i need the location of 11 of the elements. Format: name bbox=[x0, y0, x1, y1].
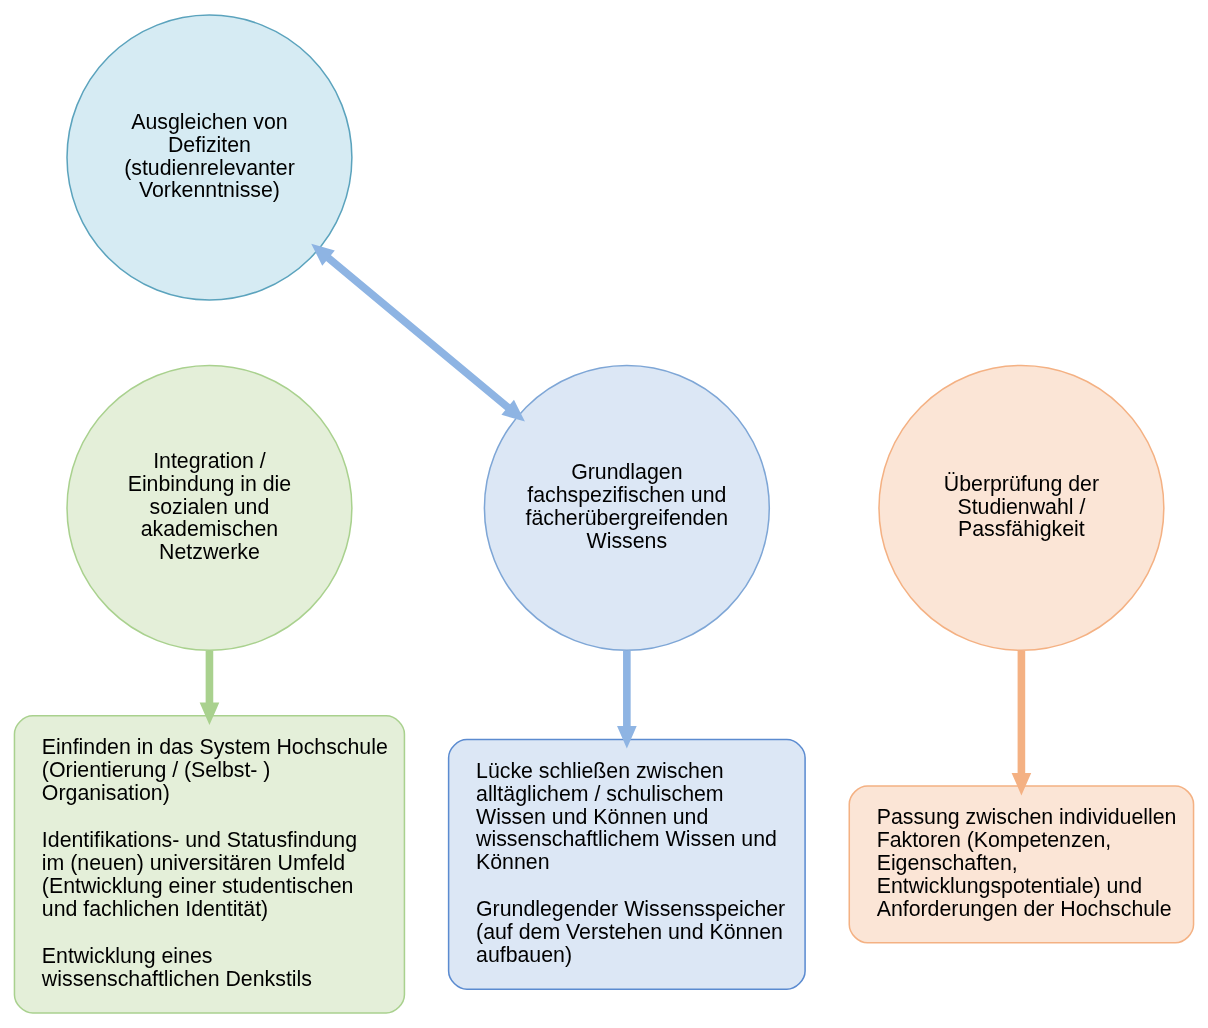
node-box: Passung zwischen individuellen Faktoren (Kompetenzen, Eigenschaften, Entwicklungspotentiale) und Anforderungen der Hochschule bbox=[848, 785, 1195, 944]
arrow bbox=[617, 650, 637, 749]
node-box: Lücke schließen zwischen alltäglichem / schulischem Wissen und Können und wissenschaftlichem Wissen und Können Grundlegender Wissensspeicher (auf dem Verstehen und Können aufbauen) bbox=[447, 738, 806, 991]
node-circle: Überprüfung der Studienwahl / Passfähigkeit bbox=[878, 364, 1165, 652]
arrow bbox=[1011, 650, 1032, 796]
node-circle: Ausgleichen von Defiziten (studienrelevanter Vorkenntnisse) bbox=[66, 14, 353, 301]
arrow bbox=[199, 650, 220, 725]
arrow bbox=[311, 243, 525, 422]
node-box: Einfinden in das System Hochschule (Orientierung / (Selbst- ) Organisation) Identifikations- und Statusfindung im (neuen) universitären Umfeld (Entwicklung einer studentischen und fachlichen Identität) Entwicklung eines wissenschaftlichen Denkstils bbox=[13, 715, 406, 1014]
node-circle: Grundlagen fachspezifischen und fächerübergreifenden Wissens bbox=[483, 364, 771, 652]
node-circle: Integration / Einbindung in die sozialen und akademischen Netzwerke bbox=[66, 364, 353, 652]
